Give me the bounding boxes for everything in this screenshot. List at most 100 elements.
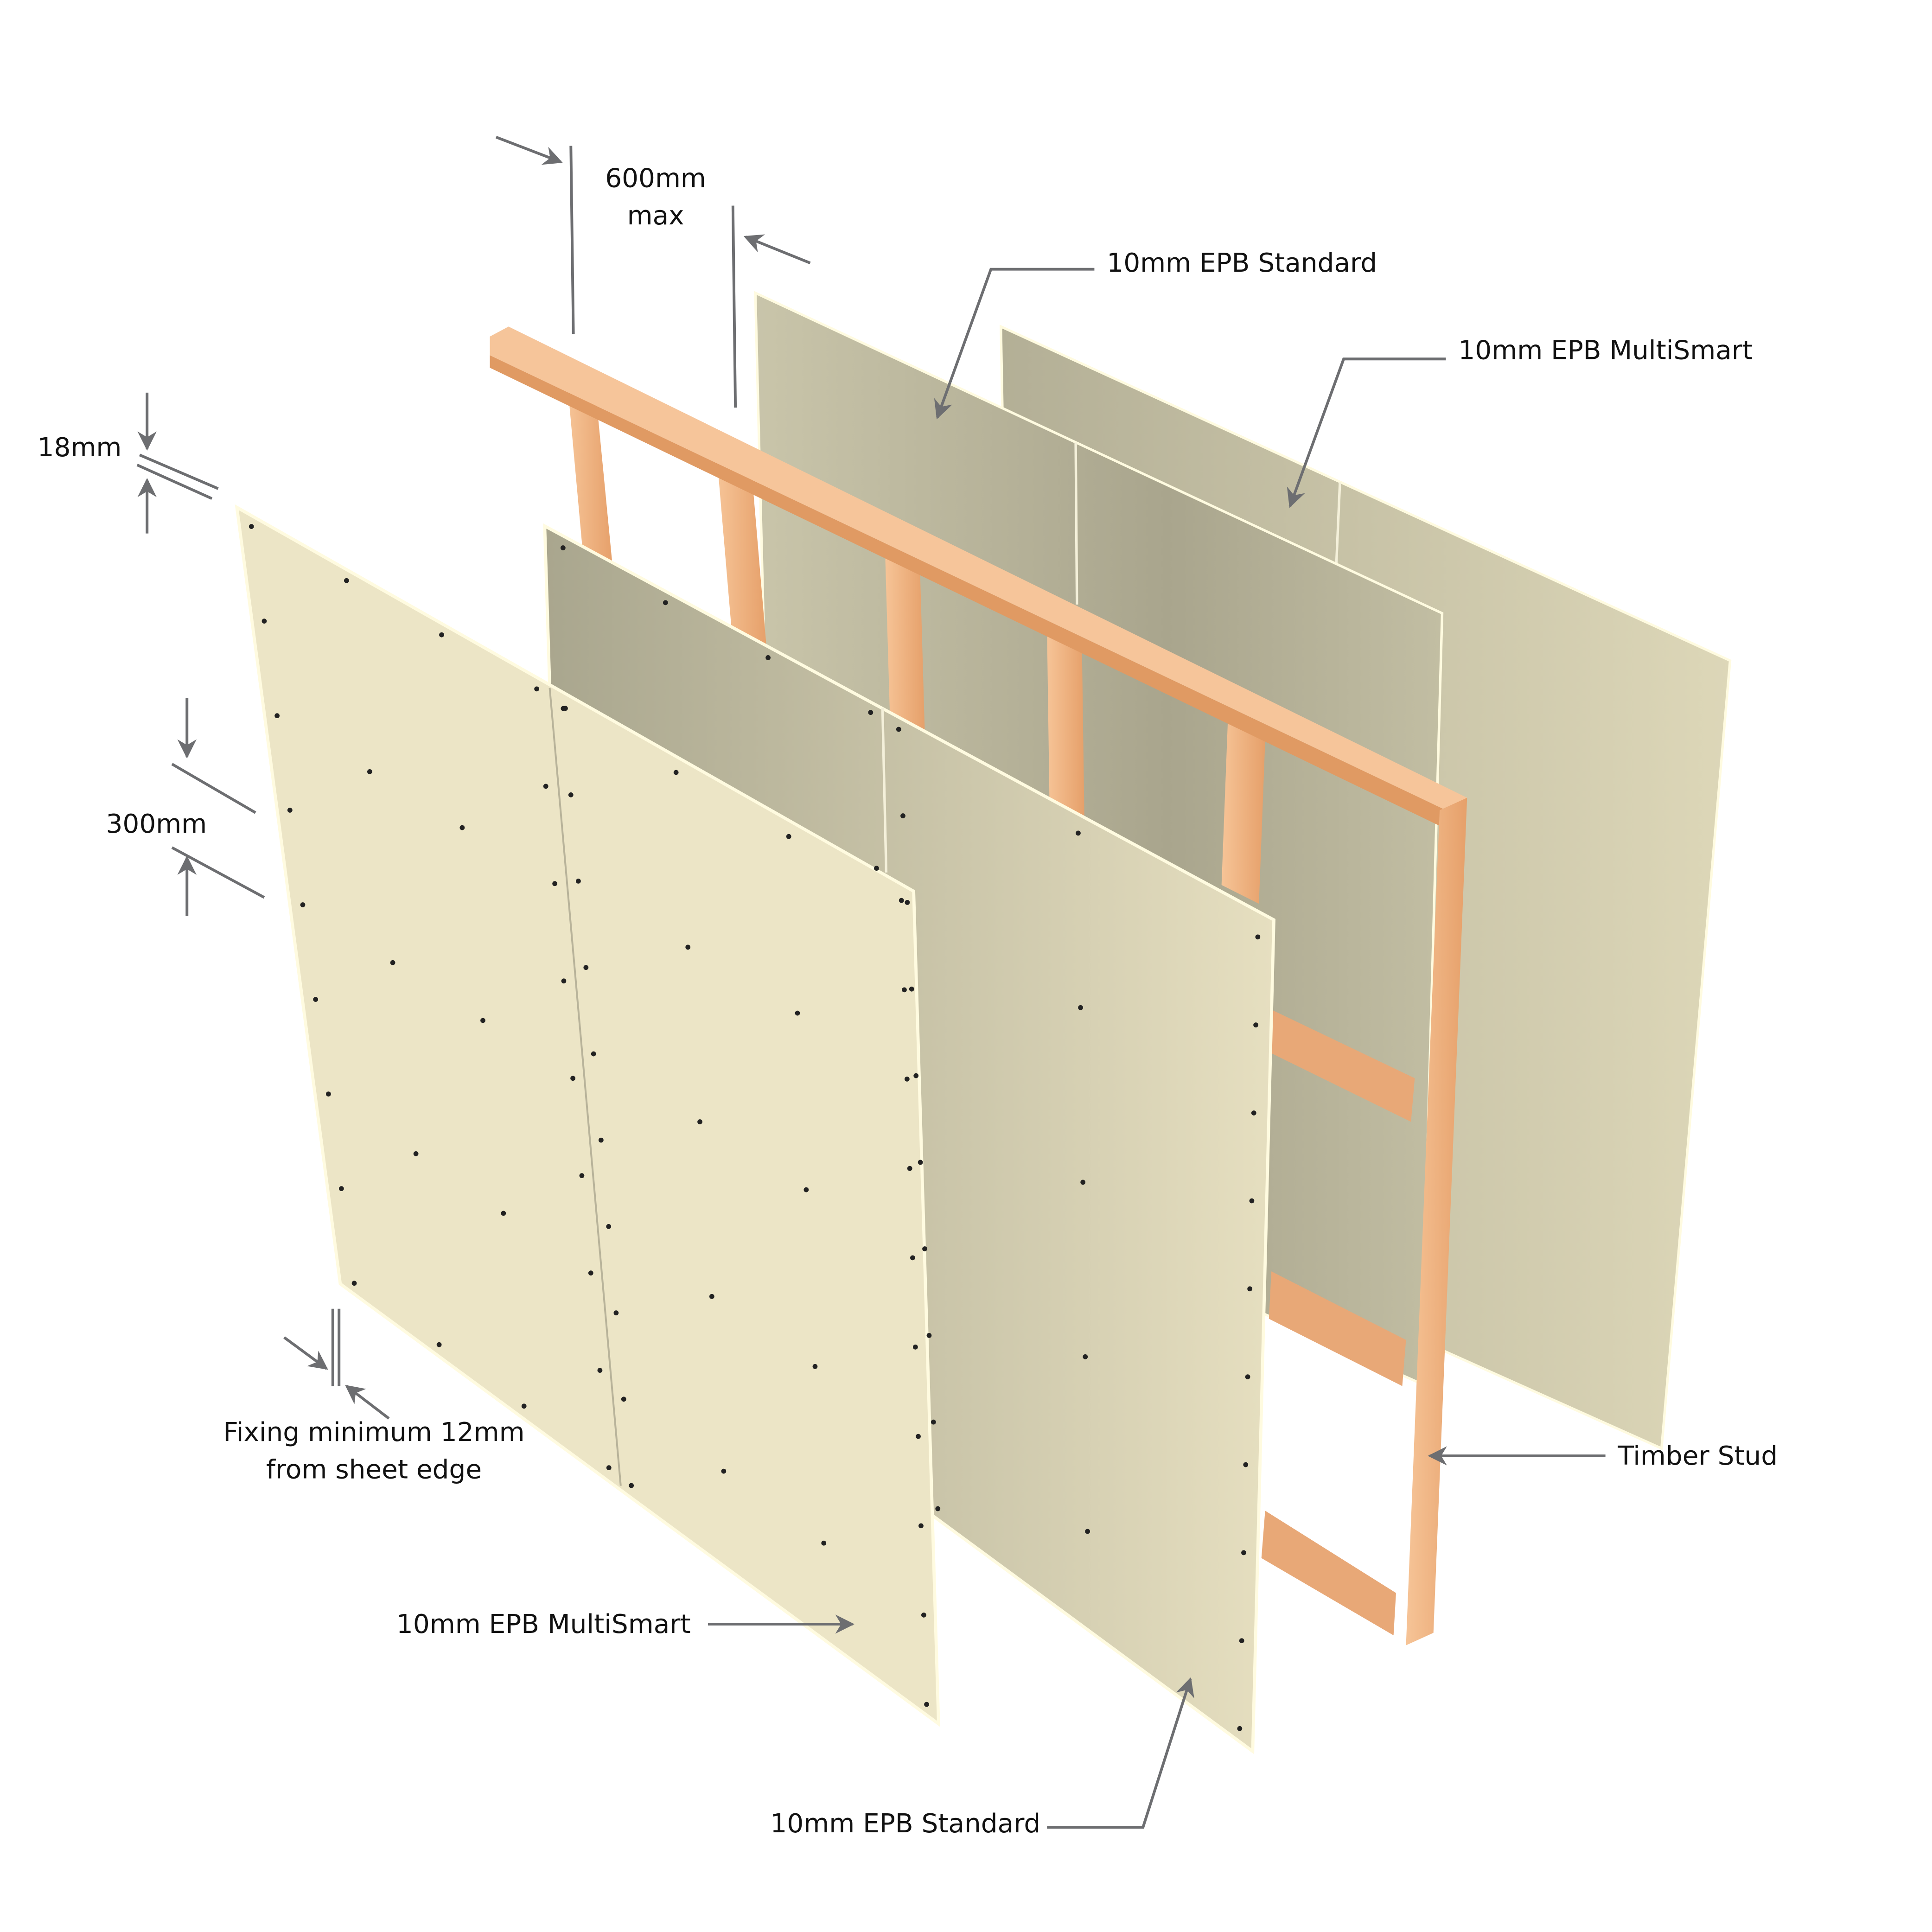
screw-dot <box>1255 934 1261 940</box>
screw-dot <box>598 1137 604 1143</box>
screw-dot <box>896 727 901 732</box>
screw-dot <box>1239 1638 1244 1644</box>
screw-dot <box>501 1211 506 1216</box>
cavity-label: 18mm <box>38 433 122 463</box>
dimension-18mm: 18mm <box>38 392 219 534</box>
screw-dot <box>249 524 254 529</box>
rear-standard-label: 10mm EPB Standard <box>1107 248 1377 278</box>
screw-dot <box>344 578 349 583</box>
screw-dot <box>921 1612 926 1618</box>
front-multismart-board <box>235 504 940 1727</box>
screw-dot <box>821 1540 827 1546</box>
screw-dot <box>1076 830 1081 836</box>
frame-studs <box>567 380 1415 1636</box>
screw-dot <box>261 618 267 624</box>
front-multismart-label: 10mm EPB MultiSmart <box>396 1609 691 1639</box>
screw-dot <box>786 834 791 839</box>
screw-dot <box>1253 1022 1258 1028</box>
screw-dot <box>561 978 567 984</box>
screw-dot <box>1249 1198 1255 1204</box>
screw-dot <box>351 1281 357 1286</box>
screw-dot <box>1237 1726 1243 1731</box>
screw-dot <box>918 1160 923 1165</box>
screw-dot <box>916 1434 921 1439</box>
screw-dot <box>606 1465 612 1470</box>
screw-dot <box>439 632 444 638</box>
screw-dot <box>663 600 668 606</box>
screw-dot <box>543 784 548 789</box>
screw-dot <box>459 825 465 830</box>
screw-dot <box>579 1173 585 1179</box>
screw-dot <box>1243 1462 1249 1467</box>
dimension-300mm: 300mm <box>106 698 265 916</box>
timber-stud-label: Timber Stud <box>1618 1441 1778 1471</box>
screw-dot <box>1080 1180 1086 1185</box>
screw-dot <box>795 1010 800 1016</box>
dimension-600mm: 600mm max <box>495 135 811 408</box>
rear-multismart-label: 10mm EPB MultiSmart <box>1458 335 1753 365</box>
screw-dot <box>673 770 679 775</box>
timber-stud-frame <box>490 326 1467 1645</box>
screw-dot <box>913 1073 919 1078</box>
screw-dot <box>436 1342 442 1347</box>
screw-dot <box>902 987 907 993</box>
screw-dot <box>912 1344 918 1350</box>
screw-dot <box>413 1151 419 1156</box>
dimension-edge-distance: Fixing minimum 12mm from sheet edge <box>223 1308 525 1485</box>
screw-dot <box>338 1186 344 1192</box>
screw-dot <box>1083 1354 1088 1359</box>
screw-dot <box>721 1468 727 1474</box>
screw-dot <box>521 1403 527 1409</box>
screw-dot <box>300 902 306 907</box>
screw-dot <box>1245 1374 1250 1379</box>
fixing-edge-label-line2: from sheet edge <box>266 1454 482 1485</box>
screw-dot <box>874 866 879 871</box>
screw-dot <box>931 1419 936 1425</box>
frame-end-stud <box>1406 797 1467 1645</box>
screw-dot <box>899 898 904 903</box>
screw-dot <box>1078 1005 1083 1010</box>
screw-dot <box>685 944 691 950</box>
screw-dot <box>621 1396 626 1402</box>
screw-dot <box>588 1270 593 1276</box>
screw-dot <box>697 1119 702 1124</box>
front-standard-label: 10mm EPB Standard <box>770 1809 1040 1839</box>
screw-dot <box>313 997 319 1002</box>
screw-dot <box>926 1333 932 1338</box>
screw-dot <box>1247 1286 1253 1292</box>
fixing-spacing-label: 300mm <box>106 809 207 839</box>
screw-dot <box>613 1310 619 1316</box>
screw-dot <box>1085 1529 1090 1534</box>
callout-rear-standard: 10mm EPB Standard <box>934 248 1377 420</box>
screw-dot <box>274 713 280 719</box>
screw-dot <box>367 769 372 774</box>
screw-dot <box>570 1076 575 1081</box>
screw-dot <box>909 986 914 992</box>
screw-dot <box>904 1076 910 1082</box>
screw-dot <box>480 1018 485 1023</box>
screw-dot <box>552 881 557 886</box>
screw-dot <box>560 545 566 550</box>
frame-top-plate <box>490 326 1467 810</box>
screw-dot <box>922 1246 927 1251</box>
spacing-suffix: max <box>627 201 684 231</box>
screw-dot <box>326 1091 331 1097</box>
screw-dot <box>812 1364 818 1369</box>
screw-dot <box>1241 1550 1246 1556</box>
screw-dot <box>606 1224 612 1229</box>
screw-dot <box>765 655 771 660</box>
callout-rear-multismart: 10mm EPB MultiSmart <box>1287 335 1753 508</box>
screw-dot <box>568 792 574 797</box>
screw-dot <box>910 1255 915 1261</box>
screw-dot <box>924 1702 929 1707</box>
screw-dot <box>390 960 395 965</box>
screw-dot <box>803 1187 809 1192</box>
screw-dot <box>534 686 539 692</box>
screw-dot <box>907 1166 912 1171</box>
fixing-screws <box>249 524 1261 1731</box>
callout-front-multismart: 10mm EPB MultiSmart <box>396 1609 854 1639</box>
screw-dot <box>583 965 589 970</box>
spacing-label: 600mm <box>605 163 706 193</box>
